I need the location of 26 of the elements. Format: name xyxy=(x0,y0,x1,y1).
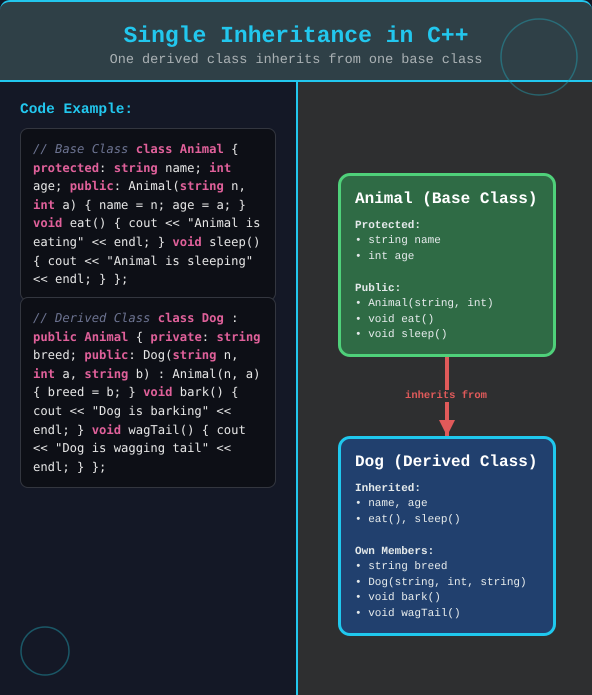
section-heading: Public: xyxy=(355,282,402,297)
section-heading: Protected: xyxy=(355,219,422,234)
section-heading: Own Members: xyxy=(355,545,436,560)
title: Single Inheritance in C++ xyxy=(123,23,469,49)
class-card xyxy=(338,173,556,357)
code-block xyxy=(20,297,276,488)
list-item: • void bark() xyxy=(355,591,442,606)
class-heading: Animal (Base Class) xyxy=(355,190,538,208)
subtitle: One derived class inherits from one base class xyxy=(110,53,482,68)
list-item: • eat(), sleep() xyxy=(355,512,462,528)
list-item: • int age xyxy=(355,250,416,264)
list-item: • Animal(string, int) xyxy=(355,297,495,312)
code-text: // Derived Class class Dog : public Animal { private: string breed; public: Dog(string n, int a, string b) : Animal(n, a) { breed = b; } void bark() { cout << "Dog is barking" << endl; } void wagTail() { cout << "Dog is wagging tail" << endl; } }; xyxy=(33,310,262,476)
code-text: // Base Class class Animal { protected: string name; int age; public: Animal(string n, int a) { name = n; age = a; } void eat() { cout << "Animal is eating" << endl; } void sleep() { cout << "Animal is sleeping" << endl; } }; xyxy=(33,141,262,288)
class-card xyxy=(338,436,556,636)
list-item: • void eat() xyxy=(355,312,436,328)
list-item: • string breed xyxy=(355,560,448,575)
class-heading: Dog (Derived Class) xyxy=(355,453,538,471)
list-item: • Dog(string, int, string) xyxy=(355,576,528,590)
code-block xyxy=(20,128,276,301)
list-item: • void sleep() xyxy=(355,328,448,343)
list-item: • string name xyxy=(355,234,442,249)
panel-heading: Code Example: xyxy=(20,102,134,118)
section-heading: Inherited: xyxy=(355,482,422,497)
list-item: • name, age xyxy=(355,497,429,512)
list-item: • void wagTail() xyxy=(355,606,462,622)
